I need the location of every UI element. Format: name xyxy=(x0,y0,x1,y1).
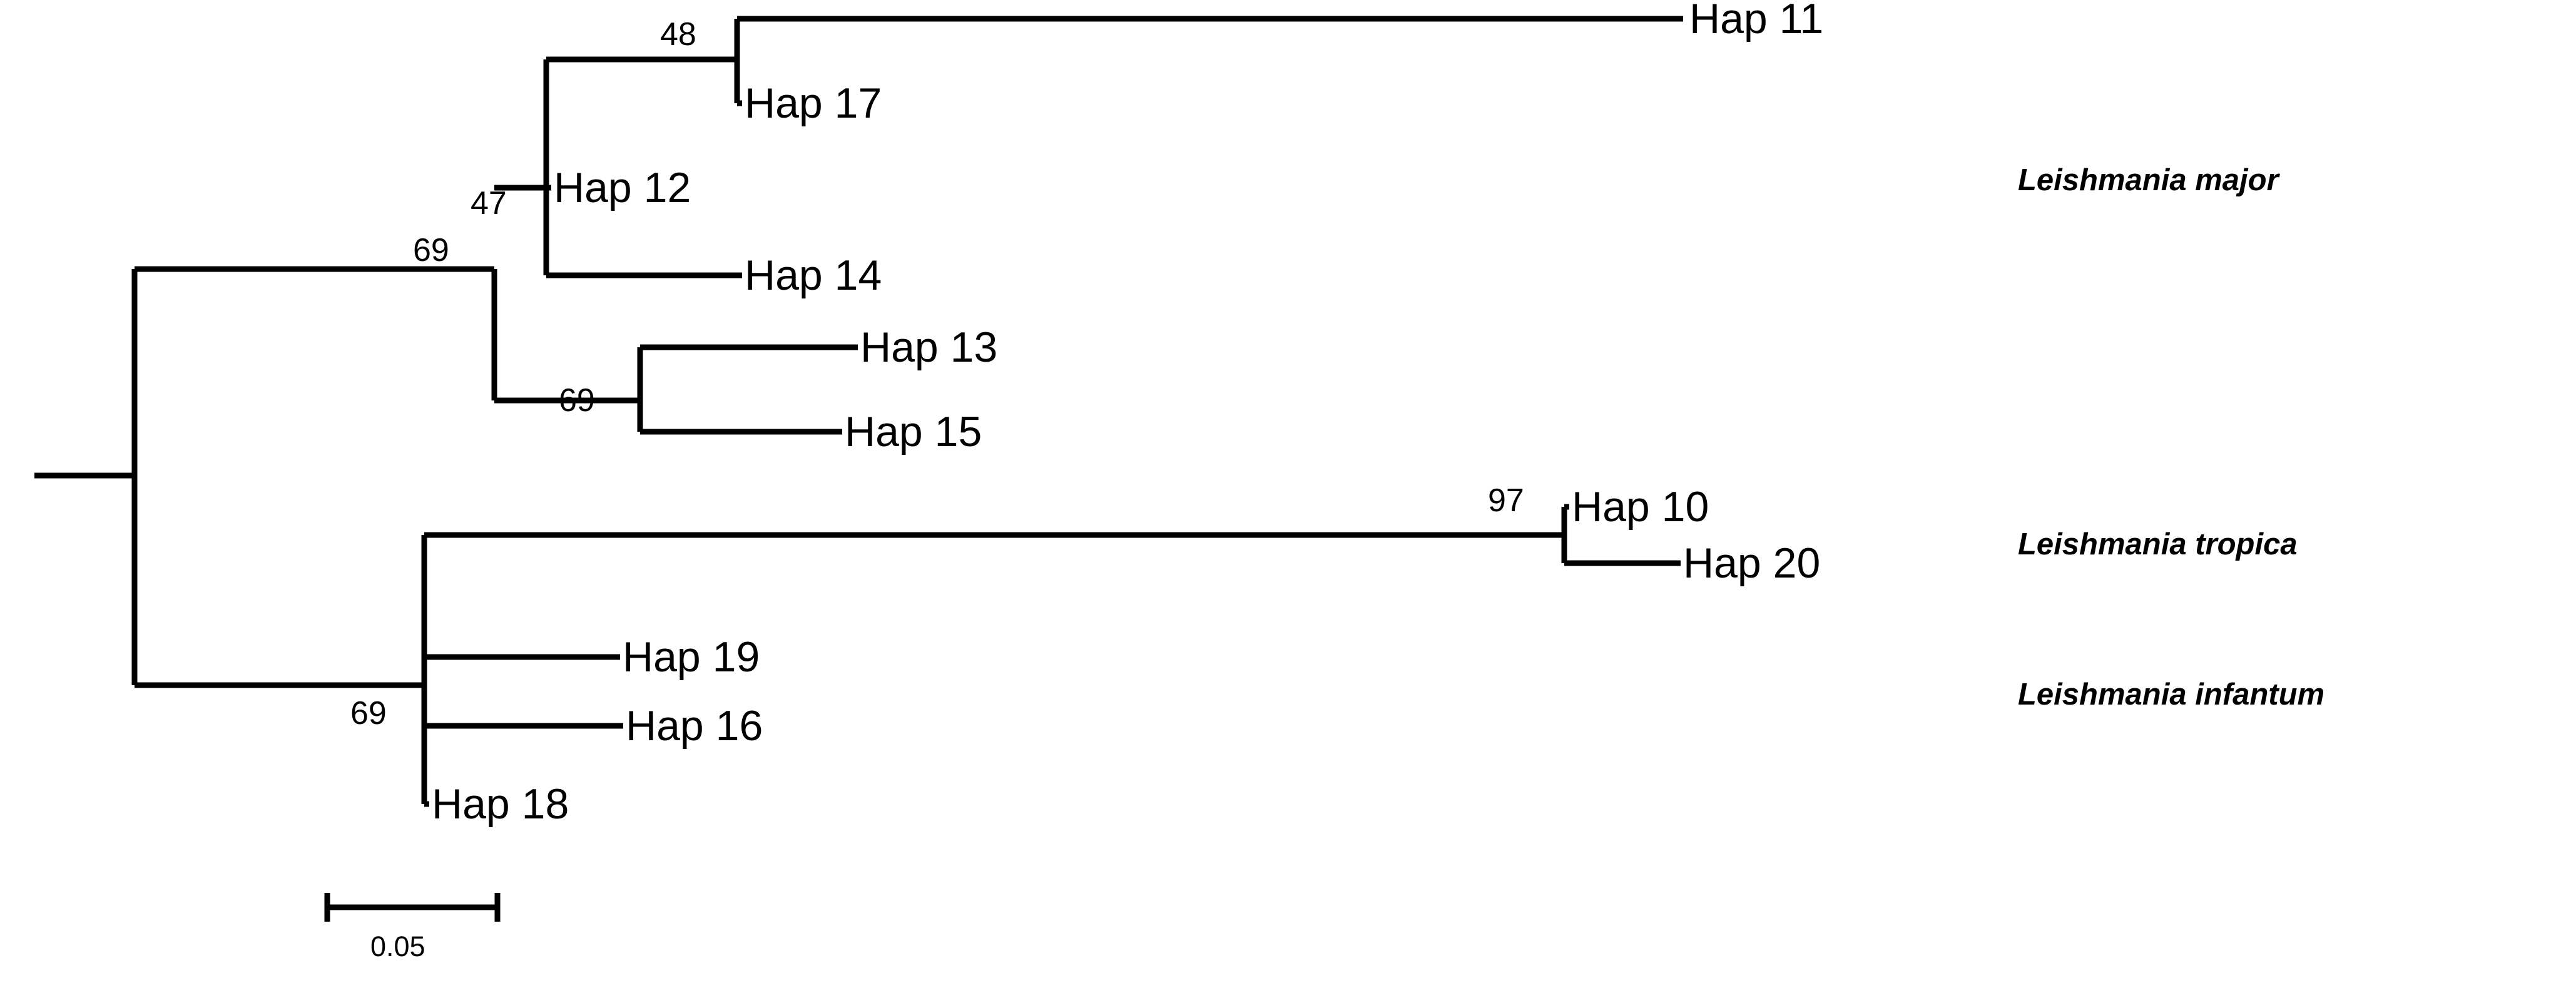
species-label-leishmania-tropica: Leishmania tropica xyxy=(2018,527,2298,561)
tip-label-hap-12: Hap 12 xyxy=(554,164,691,211)
species-label-leishmania-infantum: Leishmania infantum xyxy=(2018,678,2325,711)
tip-label-hap-16: Hap 16 xyxy=(626,702,763,750)
support-value-node-97: 97 xyxy=(1488,482,1524,519)
tip-label-hap-17: Hap 17 xyxy=(745,79,882,127)
support-value-node-69-major: 69 xyxy=(413,232,449,268)
tip-label-hap-20: Hap 20 xyxy=(1683,539,1821,587)
support-value-node-48: 48 xyxy=(660,16,696,53)
tip-label-hap-11: Hap 11 xyxy=(1689,0,1824,43)
support-value-node-69-infantum: 69 xyxy=(350,695,387,731)
species-label-leishmania-major: Leishmania major xyxy=(2018,163,2279,197)
tip-label-hap-10: Hap 10 xyxy=(1572,483,1709,531)
tip-label-hap-19: Hap 19 xyxy=(623,633,760,681)
tip-label-hap-13: Hap 13 xyxy=(860,323,998,371)
scale-bar-value: 0.05 xyxy=(370,930,425,962)
tip-label-hap-15: Hap 15 xyxy=(845,408,982,456)
tip-label-hap-14: Hap 14 xyxy=(745,252,882,299)
support-value-node-47: 47 xyxy=(471,185,507,222)
tip-label-hap-18: Hap 18 xyxy=(432,780,569,828)
support-value-node-69-hap13-15: 69 xyxy=(559,382,595,419)
